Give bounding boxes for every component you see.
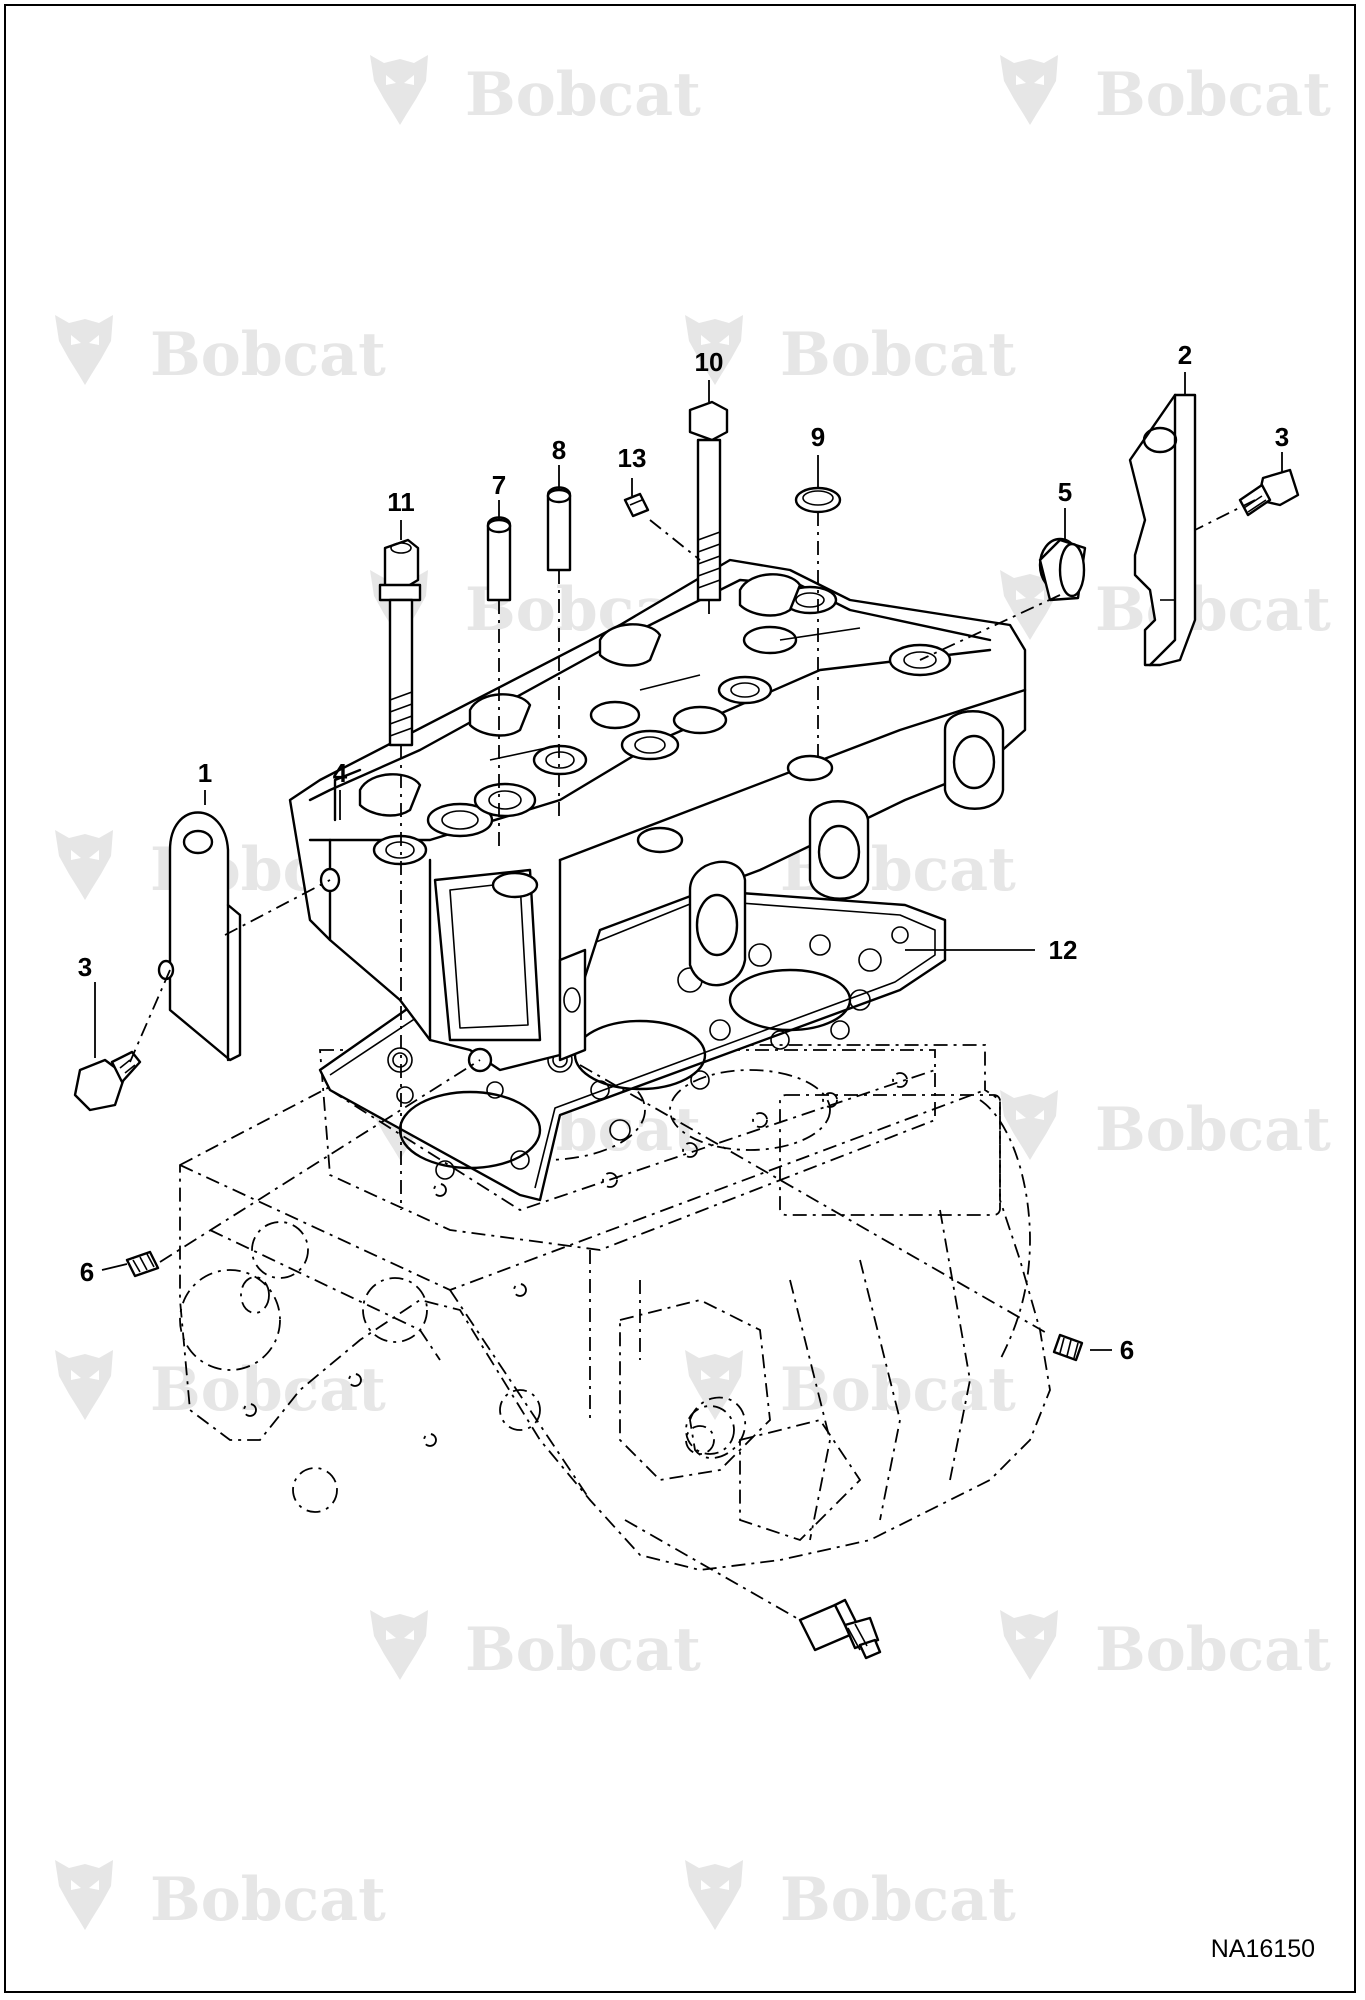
watermark-text: Bobcat (1095, 575, 1331, 645)
plug-6-left (125, 1250, 160, 1278)
callout-3-left: 3 (77, 952, 93, 982)
assembly-lines (129, 499, 1256, 1621)
watermark-text: Bobcat (465, 1615, 701, 1685)
callout-7: 7 (491, 470, 507, 500)
drawing-number: NA16150 (1210, 1935, 1315, 1963)
head-top-features (358, 573, 952, 899)
diagram-frame (4, 4, 1356, 1993)
bolt-10 (688, 400, 729, 602)
stud-11 (378, 538, 422, 747)
callout-10: 10 (694, 347, 724, 377)
watermark: Bobcat (1000, 1090, 1331, 1165)
watermark: Bobcat (55, 1860, 386, 1935)
watermark: Bobcat (685, 1860, 1016, 1935)
watermark: Bobcat (370, 55, 701, 130)
callout-8: 8 (551, 435, 567, 465)
watermark: Bobcat (55, 315, 386, 390)
callout-9: 9 (810, 422, 826, 452)
callout-13: 13 (617, 443, 647, 473)
watermark-text: Bobcat (780, 320, 1016, 390)
callout-2: 2 (1177, 340, 1193, 370)
cylinder-head (288, 558, 1027, 1073)
watermark: Bobcat (1000, 1610, 1331, 1685)
watermark-text: Bobcat (780, 1865, 1016, 1935)
bolt-3-left (73, 1050, 142, 1112)
callout-6-right: 6 (1119, 1335, 1135, 1365)
watermark-text: Bobcat (150, 1355, 386, 1425)
watermark-text: Bobcat (150, 320, 386, 390)
callout-1: 1 (197, 758, 213, 788)
valve-guide-7 (486, 516, 512, 602)
watermark: Bobcat (55, 1350, 386, 1425)
watermark-text: Bobcat (1095, 1095, 1331, 1165)
callout-6-left: 6 (79, 1257, 95, 1287)
callout-leaders (94, 372, 1283, 1351)
callout-3-right: 3 (1274, 422, 1290, 452)
watermark-text: Bobcat (780, 1355, 1016, 1425)
plug-5 (1038, 537, 1087, 602)
callout-4: 4 (332, 758, 348, 788)
valve-guide-8 (546, 486, 572, 572)
watermark: Bobcat (370, 1610, 701, 1685)
plug-13 (623, 492, 650, 518)
right-bracket (1128, 393, 1197, 667)
bolt-3-right (1238, 468, 1300, 517)
watermark: Bobcat (1000, 55, 1331, 130)
callout-12: 12 (1048, 935, 1078, 965)
engine-block-phantom (179, 1044, 1051, 1571)
head-gasket (318, 888, 947, 1202)
watermark: Bobcat (685, 315, 1016, 390)
plug-6-right (1052, 1333, 1084, 1362)
ring-9 (794, 486, 842, 514)
watermark-text: Bobcat (1095, 60, 1331, 130)
watermark-text: Bobcat (1095, 1615, 1331, 1685)
watermark-text: Bobcat (465, 60, 701, 130)
callout-5: 5 (1057, 477, 1073, 507)
watermark-text: Bobcat (150, 1865, 386, 1935)
left-bracket (157, 811, 242, 1062)
pressure-switch (798, 1598, 882, 1660)
watermark: Bobcat (1000, 570, 1331, 645)
callout-11: 11 (387, 487, 415, 517)
